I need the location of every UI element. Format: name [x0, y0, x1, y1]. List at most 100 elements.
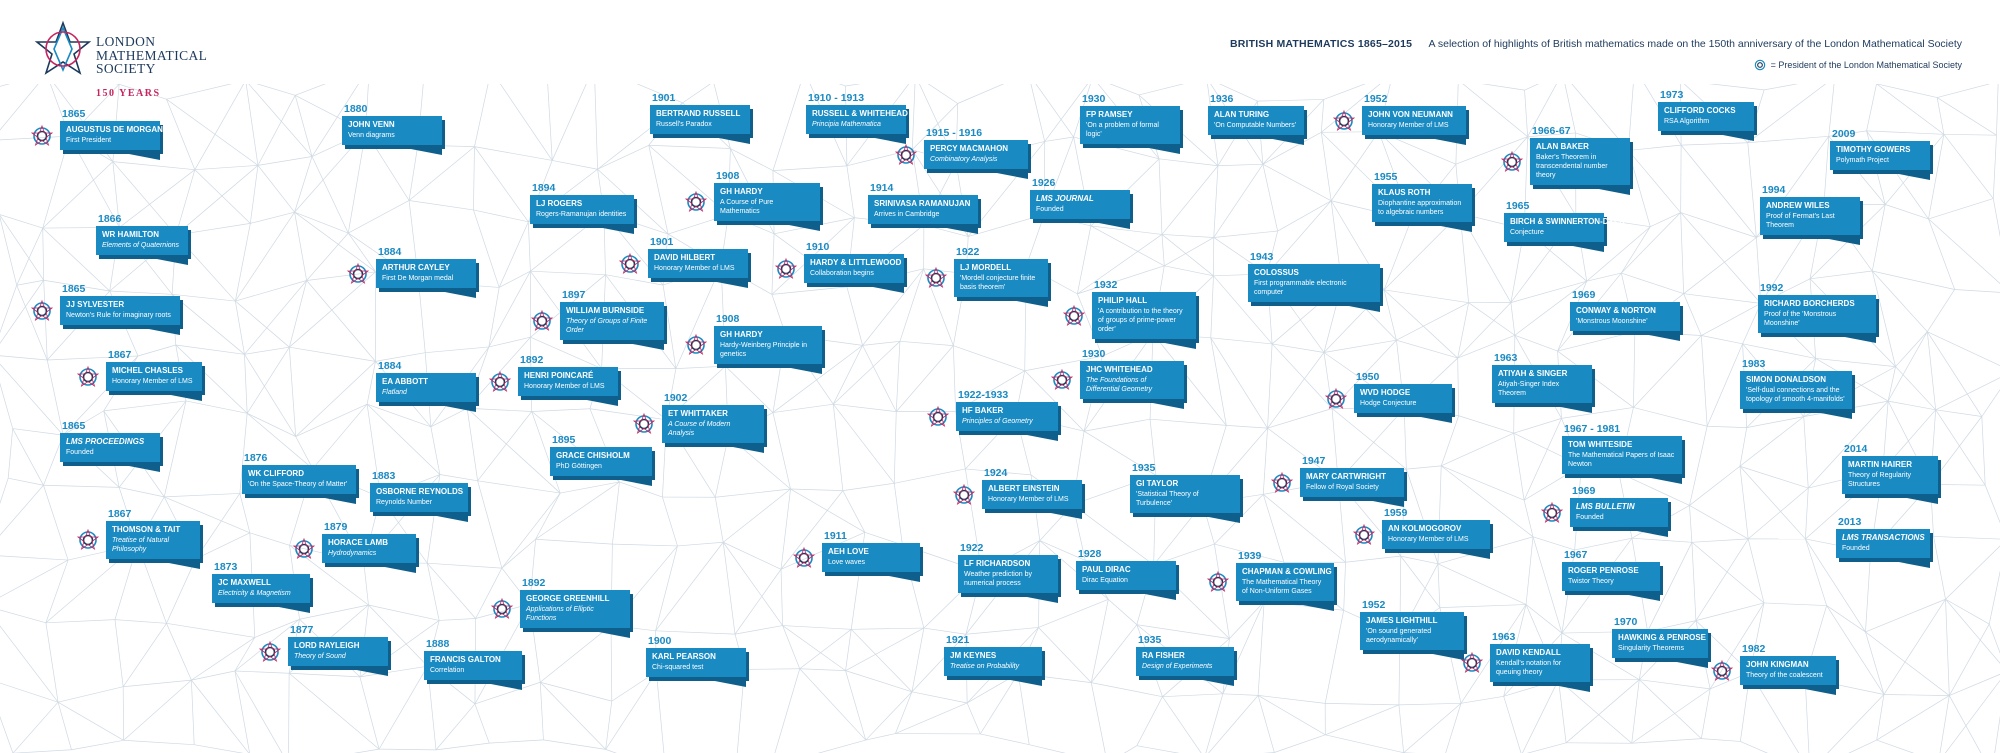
- background-line: [1077, 225, 1092, 294]
- entry-description: Newton's Rule for imaginary roots: [66, 312, 171, 319]
- background-line: [164, 496, 250, 534]
- entry-description: Elements of Quaternions: [102, 242, 180, 249]
- ribbon-fold: [1414, 135, 1466, 145]
- entry-year: 1865: [62, 108, 86, 120]
- entry-name: MICHEL CHASLES: [112, 366, 183, 375]
- background-line: [714, 497, 724, 543]
- ribbon-fold: [424, 288, 476, 298]
- background-line: [289, 346, 376, 362]
- background-line: [782, 625, 852, 630]
- background-line: [1150, 418, 1227, 426]
- entry-name: RICHARD BORCHERDS: [1764, 299, 1855, 308]
- background-line: [799, 668, 867, 741]
- entry-year: 1910: [806, 241, 830, 253]
- president-star-icon: [618, 252, 642, 274]
- background-line: [1271, 343, 1333, 409]
- background-line: [0, 559, 69, 598]
- background-line: [1214, 543, 1285, 563]
- background-line: [1524, 84, 1539, 91]
- background-line: [895, 345, 954, 412]
- entry-year: 1866: [98, 213, 122, 225]
- president-star-icon: [1500, 150, 1524, 172]
- president-star-icon: [684, 333, 708, 356]
- background-line: [1158, 158, 1163, 235]
- background-line: [1823, 136, 1830, 204]
- background-line: [1756, 237, 1762, 304]
- background-line: [1628, 150, 1651, 227]
- ribbon-fold: [926, 224, 978, 234]
- background-line: [1807, 400, 1889, 489]
- entry-description: Love waves: [828, 559, 865, 566]
- background-line: [662, 285, 677, 369]
- background-line: [1437, 563, 1441, 608]
- background-line: [0, 716, 14, 753]
- background-line: [235, 301, 245, 355]
- background-line: [1633, 335, 1702, 408]
- background-line: [294, 211, 349, 234]
- background-line: [1992, 135, 1997, 199]
- background-line: [1214, 544, 1230, 639]
- background-line: [103, 400, 187, 412]
- entry-year: 2013: [1838, 516, 1862, 528]
- background-line: [1994, 715, 2000, 753]
- entry-name: ATIYAH & SINGER: [1498, 369, 1568, 378]
- background-line: [1526, 742, 1567, 753]
- background-line: [1213, 275, 1273, 345]
- background-line: [408, 146, 475, 201]
- background-line: [1398, 704, 1404, 753]
- entry-name: HF BAKER: [962, 406, 1004, 415]
- background-line: [862, 268, 924, 346]
- background-line: [1205, 693, 1224, 753]
- background-line: [1262, 163, 1332, 202]
- background-line: [69, 135, 120, 228]
- entry-year: 2014: [1844, 443, 1868, 455]
- background-line: [722, 542, 783, 626]
- president-star-icon: [1540, 501, 1564, 523]
- background-line: [771, 233, 775, 295]
- entry-description: First President: [66, 137, 112, 144]
- background-line: [1138, 84, 1185, 96]
- background-line: [1949, 673, 2000, 696]
- background-line: [289, 545, 369, 606]
- entry-name: GH HARDY: [720, 187, 763, 196]
- background-line: [418, 281, 426, 353]
- entry-description: Theory of the coalescent: [1746, 672, 1823, 679]
- ribbon-fold: [1352, 497, 1404, 507]
- background-line: [474, 703, 490, 744]
- president-star-icon: [1352, 523, 1376, 545]
- background-line: [527, 221, 531, 272]
- entry-year: 1873: [214, 561, 238, 573]
- background-line: [171, 294, 245, 355]
- background-line: [1701, 303, 1761, 336]
- background-line: [1136, 745, 1180, 753]
- background-line: [250, 211, 295, 224]
- background-line: [1936, 97, 1997, 136]
- background-line: [1324, 610, 1345, 704]
- background-line: [1077, 234, 1163, 295]
- president-star-icon: [894, 143, 918, 165]
- background-line: [112, 161, 177, 236]
- background-line: [911, 84, 916, 150]
- background-line: [1927, 331, 2000, 367]
- entry-description: Theory of Regularity Structures: [1848, 472, 1912, 488]
- background-line: [1460, 695, 1504, 704]
- background-line: [1226, 425, 1268, 429]
- background-line: [474, 84, 489, 147]
- background-line: [1872, 270, 1955, 290]
- background-line: [175, 344, 248, 414]
- background-line: [1109, 84, 1140, 96]
- background-line: [1266, 200, 1332, 275]
